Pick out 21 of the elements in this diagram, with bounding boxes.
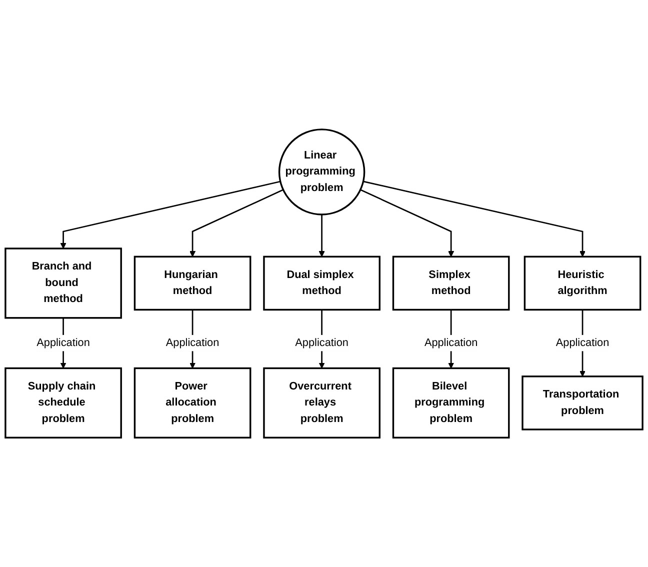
node-box: Branch and bound method (4, 248, 122, 319)
arrow (60, 180, 281, 249)
edge-label: Application (424, 336, 478, 348)
node-box: Transportation problem (522, 376, 644, 430)
node-box: Hungarian method (134, 256, 252, 311)
arrow (318, 214, 325, 257)
arrow (363, 180, 586, 257)
edge-label: Application (36, 336, 90, 348)
edge-label: Application (166, 336, 220, 348)
node-box: Supply chain schedule problem (4, 367, 122, 438)
node-box: Dual simplex method (263, 256, 380, 311)
arrow (190, 189, 284, 257)
node-box: Power allocation problem (134, 367, 252, 438)
arrow (360, 189, 454, 257)
node-box: Bilevel programming problem (392, 367, 510, 438)
node-box: Heuristic algorithm (524, 256, 642, 311)
node-box: Overcurrent relays problem (263, 367, 380, 438)
edge-label: Application (295, 336, 348, 348)
edge-label: Application (556, 336, 610, 348)
node-box: Simplex method (392, 256, 510, 311)
node-circle: Linear programming problem (278, 128, 366, 216)
